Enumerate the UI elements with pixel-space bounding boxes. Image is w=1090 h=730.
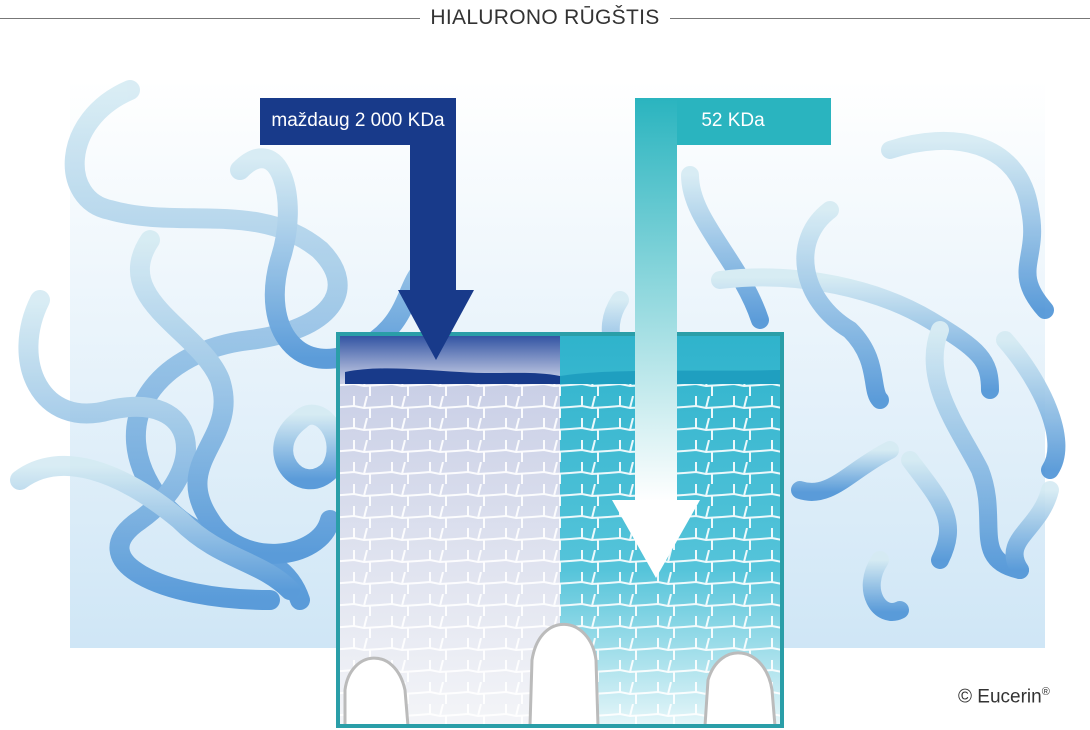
title-divider-left	[0, 18, 425, 19]
high-molecular-label: maždaug 2 000 KDa	[271, 110, 445, 131]
registered-mark: ®	[1041, 686, 1050, 698]
large-molecule-tubes	[10, 80, 450, 610]
title-text: HIALURONO RŪGŠTIS	[420, 6, 670, 29]
high-molecular-arrow	[260, 98, 474, 360]
page-title: HIALURONO RŪGŠTIS	[0, 6, 1090, 30]
header: HIALURONO RŪGŠTIS	[0, 4, 1090, 32]
skin-cross-section	[336, 332, 784, 728]
low-molecular-label: 52 KDa	[701, 110, 765, 131]
copyright-symbol: ©	[958, 686, 972, 708]
brand-name: Eucerin	[977, 686, 1042, 708]
skin-frame	[336, 332, 784, 728]
low-molecular-arrow	[612, 98, 831, 578]
title-divider-right	[668, 18, 1090, 19]
copyright: © Eucerin®	[958, 686, 1050, 708]
small-molecule-tubes	[601, 131, 1066, 621]
